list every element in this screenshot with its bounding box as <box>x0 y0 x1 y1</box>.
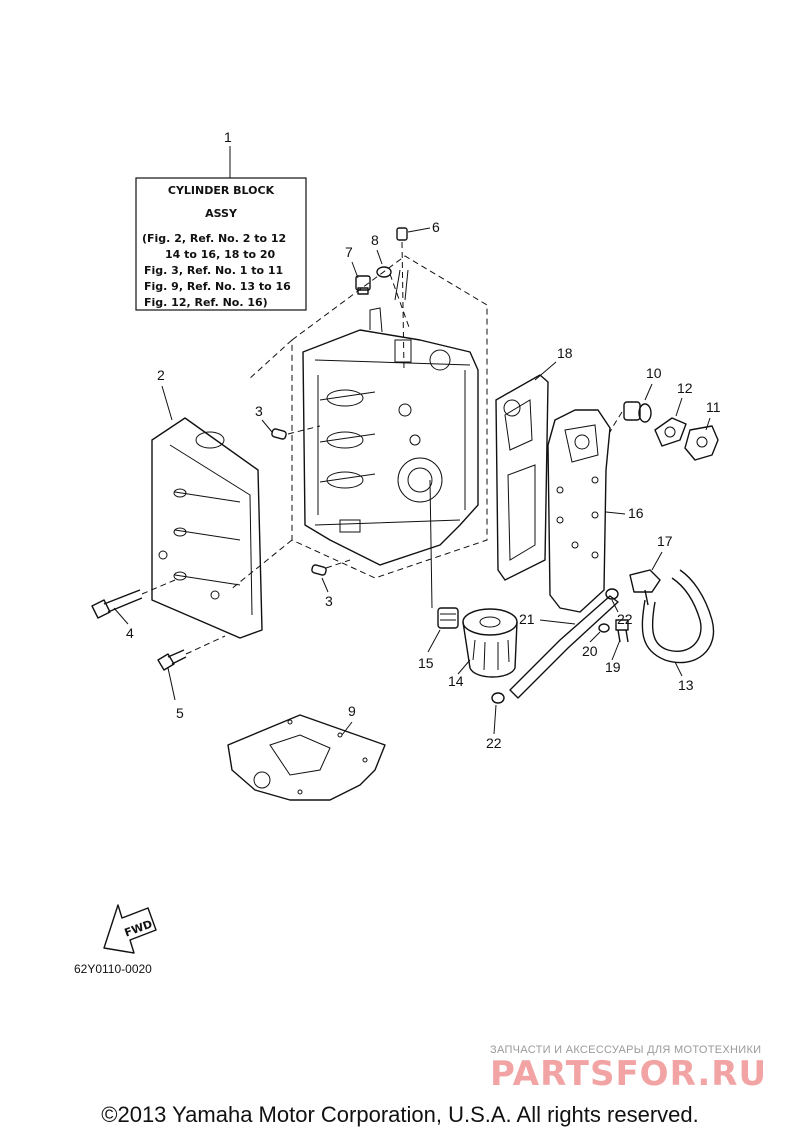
callout-8: 8 <box>371 232 379 248</box>
watermark-tagline: ЗАПЧАСТИ И АКСЕССУАРЫ ДЛЯ МОТОТЕХНИКИ <box>490 1044 762 1056</box>
callout-17: 17 <box>657 533 673 549</box>
water-hose-inner <box>651 577 702 652</box>
thermostat-gasket <box>654 417 687 447</box>
callout-19: 19 <box>605 659 621 675</box>
thermostat-cover <box>684 425 719 461</box>
assy-title-line1: CYLINDER BLOCK <box>168 184 275 197</box>
hose-clip <box>491 692 505 704</box>
cylinder-block-dashed-outline <box>229 255 488 591</box>
water-hose <box>641 569 715 664</box>
assy-ref-line: 14 to 16, 18 to 20 <box>165 248 276 261</box>
dowel-pin <box>271 428 287 440</box>
callout-21: 21 <box>519 611 535 627</box>
thermostat <box>623 401 652 423</box>
long-bolt <box>91 579 176 619</box>
short-bolt <box>157 635 226 671</box>
washer <box>376 266 392 278</box>
exhaust-gasket <box>495 374 549 581</box>
dowel-pin <box>311 564 327 576</box>
assy-ref-line: Fig. 9, Ref. No. 13 to 16 <box>144 280 291 293</box>
water-nipple <box>629 569 661 606</box>
callout-22-upper: 22 <box>617 611 633 627</box>
callout-11: 11 <box>706 399 721 415</box>
callout-3-upper: 3 <box>255 403 263 419</box>
callout-7: 7 <box>345 244 353 260</box>
callout-13: 13 <box>678 677 694 693</box>
assy-ref-line: Fig. 12, Ref. No. 16) <box>144 296 268 309</box>
callout-15: 15 <box>418 655 434 671</box>
plug <box>396 227 408 241</box>
small-bolt <box>615 619 629 643</box>
cylinder-block <box>302 269 479 566</box>
callout-4: 4 <box>126 625 134 641</box>
assy-ref-line: Fig. 3, Ref. No. 1 to 11 <box>144 264 283 277</box>
flush-hose <box>509 595 619 699</box>
oil-filter <box>462 608 518 678</box>
copyright-notice: ©2013 Yamaha Motor Corporation, U.S.A. A… <box>101 1102 699 1127</box>
callout-9: 9 <box>348 703 356 719</box>
cylinder-head <box>151 417 263 639</box>
callout-12: 12 <box>677 380 693 396</box>
fwd-arrow: FWD <box>103 904 157 954</box>
callout-16: 16 <box>628 505 644 521</box>
bolt-plug <box>355 275 371 295</box>
callout-3-lower: 3 <box>325 593 333 609</box>
base-gasket <box>227 714 386 801</box>
hose-clip <box>605 588 619 600</box>
callout-2: 2 <box>157 367 165 383</box>
callout-5: 5 <box>176 705 184 721</box>
watermark-logo: PARTSFOR.RU <box>490 1054 768 1094</box>
callout-10: 10 <box>646 365 662 381</box>
union-bolt <box>437 607 459 629</box>
cylinder-block-assy-box: CYLINDER BLOCK ASSY (Fig. 2, Ref. No. 2 … <box>135 177 307 311</box>
callout-6: 6 <box>432 219 440 235</box>
small-washer <box>598 623 610 633</box>
callout-18: 18 <box>557 345 573 361</box>
diagram-code: 62Y0110-0020 <box>74 962 152 976</box>
callout-1: 1 <box>224 129 232 145</box>
callout-14: 14 <box>448 673 464 689</box>
callout-20: 20 <box>582 643 598 659</box>
exhaust-cover <box>547 409 611 613</box>
assy-title-line2: ASSY <box>205 207 238 220</box>
assy-ref-line: (Fig. 2, Ref. No. 2 to 12 <box>142 232 286 245</box>
callout-22-lower: 22 <box>486 735 502 751</box>
